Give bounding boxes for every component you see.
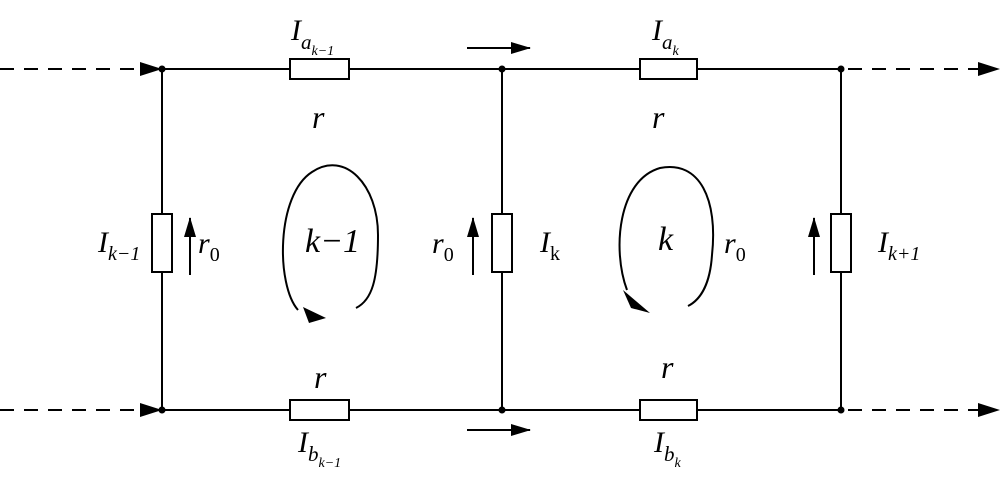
label-r-bottom-right: r	[661, 349, 674, 385]
resistor-bottom-left	[289, 399, 350, 421]
label-r0-left: r0	[198, 227, 220, 266]
label-ia-k: Iak	[651, 14, 680, 59]
loop-arrow-right-path	[618, 165, 715, 307]
label-i-k: Ik	[539, 226, 560, 265]
label-r-bottom-left: r	[314, 359, 327, 395]
resistor-right-vertical	[830, 213, 852, 273]
label-r0-right: r0	[724, 227, 746, 266]
label-r0-middle: r0	[432, 227, 454, 266]
top-right-arrowhead	[978, 62, 1000, 76]
junction-top-left	[158, 65, 166, 73]
label-loop-k-minus-1: k−1	[305, 223, 360, 260]
resistor-top-left	[289, 58, 350, 80]
resistor-bottom-right	[639, 399, 698, 421]
label-i-k-minus-1: Ik−1	[97, 226, 140, 265]
label-loop-k: k	[658, 221, 674, 258]
junction-bottom-middle	[498, 406, 506, 414]
label-i-k-plus-1: Ik+1	[877, 226, 920, 265]
bottom-right-arrowhead	[978, 403, 1000, 417]
label-ia-k-minus-1: Iak−1	[290, 14, 334, 59]
junction-bottom-right	[837, 406, 845, 414]
resistor-middle-vertical	[491, 213, 513, 273]
label-ib-k: Ibk	[653, 426, 682, 471]
bottom-left-arrowhead	[140, 403, 162, 417]
label-ib-k-minus-1: Ibk−1	[297, 426, 341, 471]
top-left-arrowhead	[140, 62, 162, 76]
label-r-top-right: r	[652, 99, 665, 135]
junction-bottom-left	[158, 406, 166, 414]
loop-arrow-right-head	[623, 290, 650, 313]
resistor-top-right	[639, 58, 698, 80]
junction-top-middle	[498, 65, 506, 73]
loop-arrow-left-path	[281, 164, 380, 311]
junction-top-right	[837, 65, 845, 73]
resistor-left-vertical	[151, 213, 173, 273]
loop-arrow-left-head	[303, 307, 326, 323]
label-r-top-left: r	[312, 99, 325, 135]
